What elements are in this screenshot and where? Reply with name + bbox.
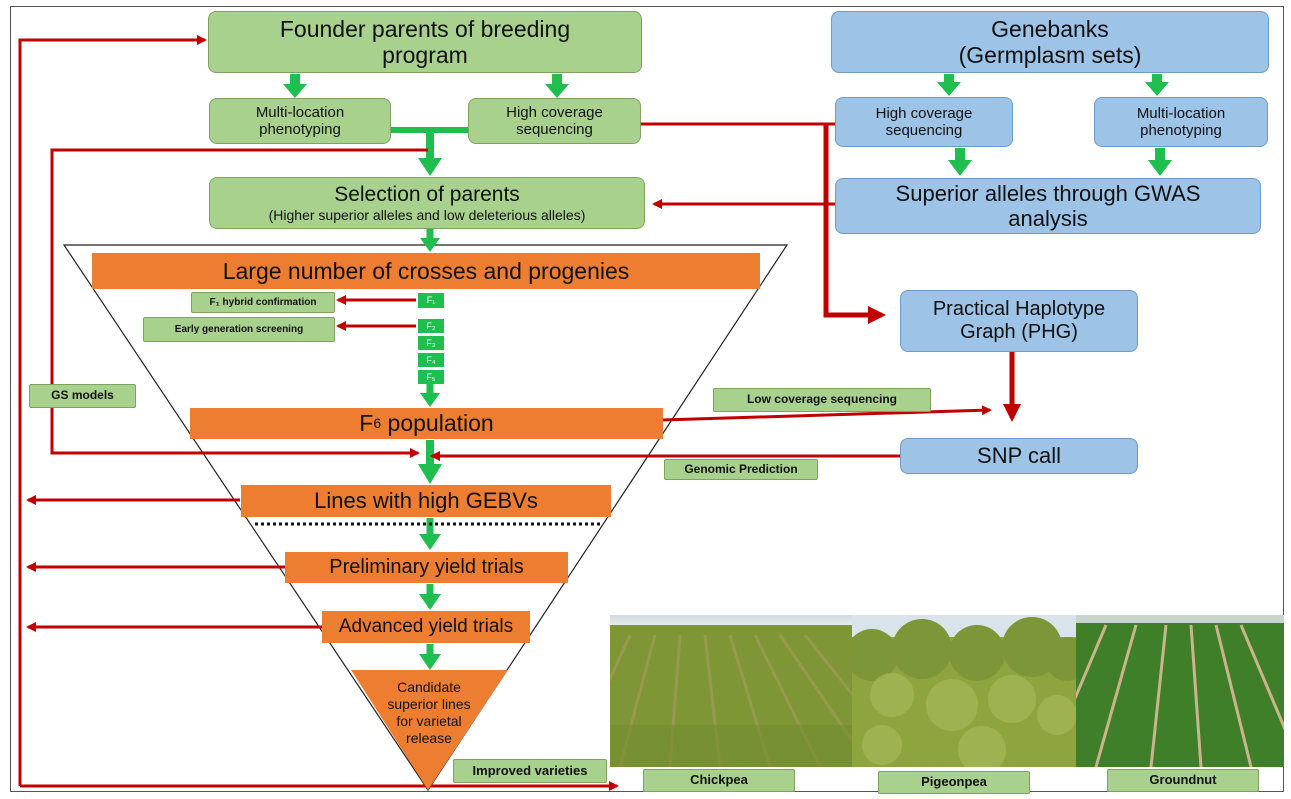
- generation-f5: F₅: [418, 370, 444, 384]
- gs-models-label: GS models: [29, 384, 136, 408]
- selection-title: Selection of parents: [334, 182, 520, 206]
- phg-box: Practical Haplotype Graph (PHG): [900, 290, 1138, 352]
- f6-suffix: population: [381, 410, 494, 437]
- gene-seq-line2: sequencing: [885, 122, 963, 139]
- preliminary-yield-trials-bar: Preliminary yield trials: [285, 552, 568, 583]
- gene-pheno-line2: phenotyping: [1140, 122, 1222, 139]
- founder-line2: program: [382, 42, 468, 68]
- generation-f3: F₃: [418, 336, 444, 350]
- arrow-gene-seq-to-gwas: [948, 148, 972, 176]
- arrow-founder-to-pheno: [283, 74, 307, 98]
- founder-parents-box: Founder parents of breeding program: [208, 11, 642, 73]
- improved-varieties-label: Improved varieties: [453, 759, 607, 783]
- genebank-phenotyping-box: Multi-location phenotyping: [1094, 97, 1268, 147]
- candidate-line3: for varietal: [396, 713, 462, 729]
- candidate-lines-text: Candidate superior lines for varietal re…: [372, 673, 486, 753]
- selection-of-parents-box: Selection of parents (Higher superior al…: [209, 177, 645, 229]
- founder-seq-line1: High coverage: [506, 103, 603, 121]
- gwas-box: Superior alleles through GWAS analysis: [835, 178, 1261, 234]
- gene-seq-line1: High coverage: [875, 104, 973, 122]
- f6-prefix: F: [359, 410, 374, 437]
- phg-line2: Graph (PHG): [960, 321, 1078, 343]
- generation-f2: F₂: [418, 319, 444, 333]
- founder-pheno-line2: phenotyping: [259, 121, 341, 138]
- gs-models-loop: [50, 148, 428, 458]
- groundnut-photo: [1076, 615, 1284, 767]
- arrow-gene-pheno-to-gwas: [1148, 148, 1172, 176]
- snp-call-box: SNP call: [900, 438, 1138, 474]
- founder-phenotyping-box: Multi-location phenotyping: [209, 98, 391, 144]
- crosses-progenies-bar: Large number of crosses and progenies: [92, 253, 760, 289]
- arrow-founder-to-seq: [545, 74, 569, 98]
- candidate-line1: Candidate: [397, 679, 461, 696]
- genebanks-line1: Genebanks: [991, 15, 1109, 42]
- crop-label-pigeonpea: Pigeonpea: [878, 771, 1030, 794]
- arrow-genebank-to-pheno: [1145, 74, 1169, 96]
- advanced-yield-trials-bar: Advanced yield trials: [322, 611, 530, 643]
- generation-f1: F₁: [418, 293, 444, 308]
- generation-f4: F₄: [418, 353, 444, 367]
- low-coverage-sequencing-label: Low coverage sequencing: [713, 388, 931, 412]
- genebank-sequencing-box: High coverage sequencing: [835, 97, 1013, 147]
- genebanks-line2: (Germplasm sets): [958, 42, 1142, 68]
- founder-line1: Founder parents of breeding: [279, 15, 571, 42]
- gwas-line1: Superior alleles through GWAS: [895, 180, 1201, 206]
- gwas-line2: analysis: [1008, 206, 1088, 231]
- crop-label-chickpea: Chickpea: [643, 769, 795, 792]
- f6-subscript: 6: [373, 415, 382, 432]
- phg-line1: Practical Haplotype: [932, 298, 1106, 320]
- gene-pheno-line1: Multi-location: [1136, 104, 1226, 122]
- crop-label-groundnut: Groundnut: [1107, 769, 1259, 792]
- high-gebv-lines-bar: Lines with high GEBVs: [241, 485, 611, 517]
- genomic-prediction-label: Genomic Prediction: [664, 459, 818, 480]
- founder-sequencing-box: High coverage sequencing: [468, 98, 641, 144]
- f1-hybrid-confirmation-label: F₁ hybrid confirmation: [191, 292, 335, 313]
- candidate-line4: release: [406, 729, 452, 746]
- selection-subtitle: (Higher superior alleles and low deleter…: [268, 207, 586, 224]
- early-generation-screening-label: Early generation screening: [143, 317, 335, 342]
- arrow-genebank-to-seq: [937, 74, 961, 96]
- pigeonpea-photo: [852, 615, 1076, 767]
- founder-seq-line2: sequencing: [516, 121, 593, 138]
- genebanks-box: Genebanks (Germplasm sets): [831, 11, 1269, 73]
- chickpea-photo: [610, 615, 852, 767]
- candidate-line2: superior lines: [387, 696, 471, 713]
- founder-pheno-line1: Multi-location: [255, 103, 345, 121]
- feedback-to-founder: [18, 35, 207, 786]
